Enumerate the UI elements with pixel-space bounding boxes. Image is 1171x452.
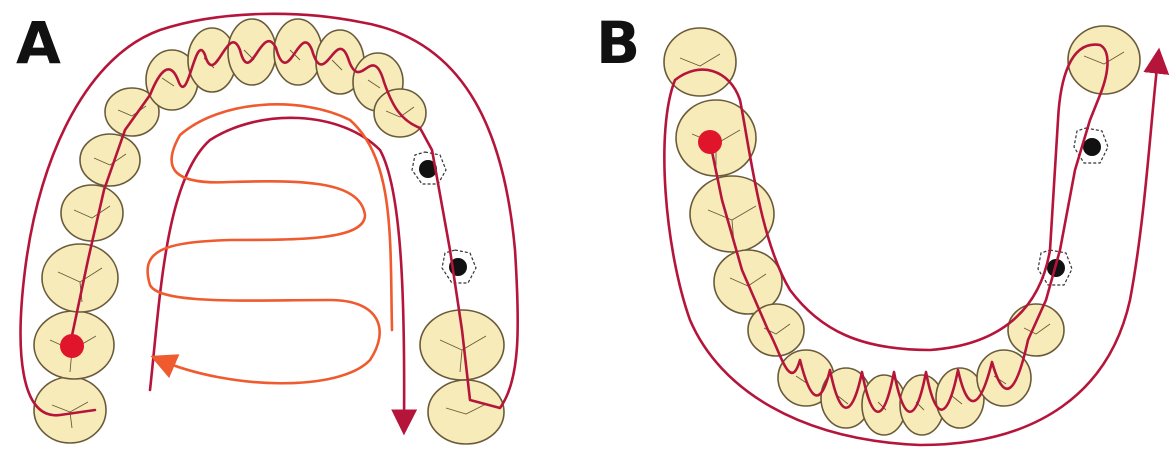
tooth (428, 380, 504, 444)
scan-path-palate (148, 104, 392, 383)
tooth (80, 134, 140, 186)
panel-b-arch (664, 26, 1158, 445)
tooth (274, 19, 322, 85)
red-dot-icon (698, 130, 722, 154)
tooth (664, 28, 736, 96)
red-dot-icon (60, 334, 84, 358)
tooth (228, 19, 276, 85)
tooth (1008, 304, 1064, 356)
panel-a-arch (21, 14, 518, 444)
implant-icon (412, 152, 446, 184)
tooth (61, 185, 123, 241)
implant-icon (442, 250, 476, 283)
tooth (420, 310, 504, 380)
scan-path-lingual (150, 118, 404, 425)
